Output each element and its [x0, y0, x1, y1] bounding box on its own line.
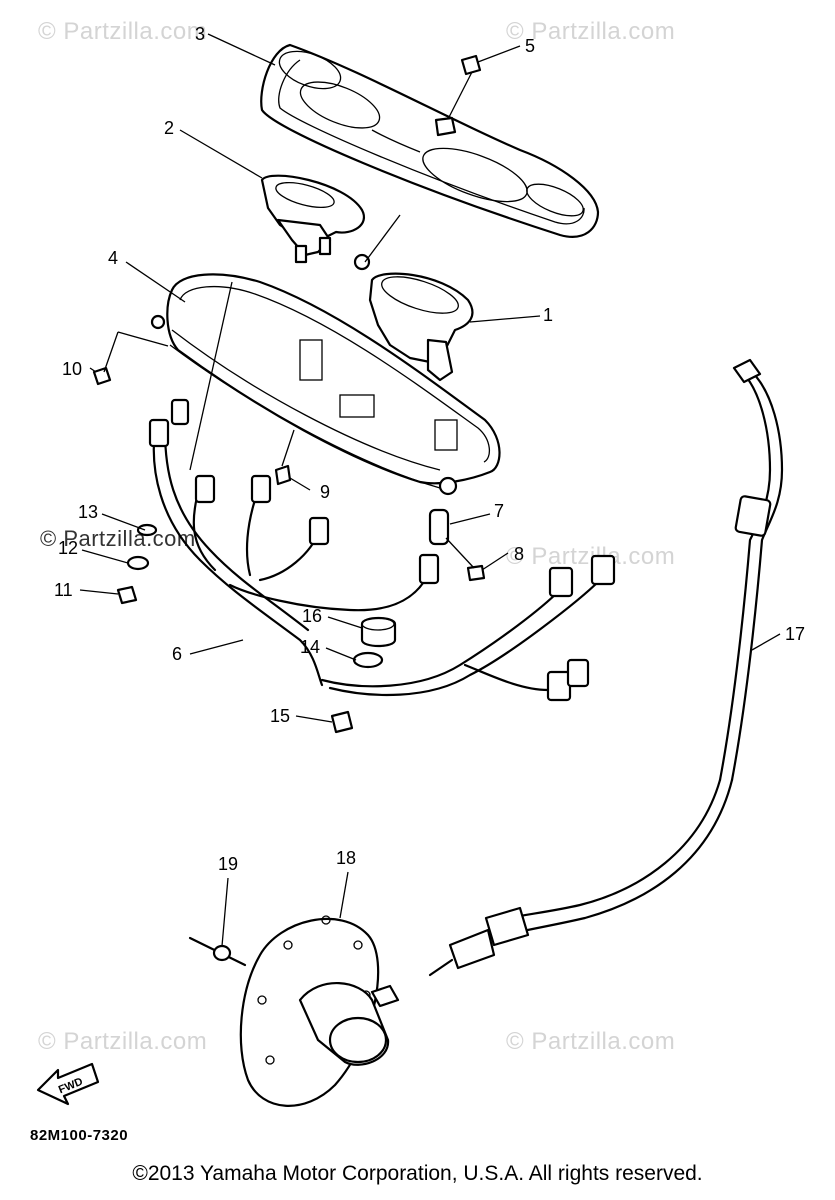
callout-1: 1 — [543, 305, 553, 325]
callout-6: 6 — [172, 644, 182, 664]
leader-lines — [79, 33, 781, 947]
fwd-arrow-icon: FWD — [36, 1062, 100, 1106]
callout-12: 12 — [58, 538, 78, 558]
part-1-meter[interactable] — [353, 214, 474, 382]
callout-4: 4 — [108, 248, 118, 268]
callout-19: 19 — [218, 854, 238, 874]
callout-15: 15 — [270, 706, 290, 726]
part-15-nut[interactable] — [330, 710, 354, 734]
callout-13: 13 — [78, 502, 98, 522]
callout-10: 10 — [62, 359, 82, 379]
callout-7: 7 — [494, 501, 504, 521]
part-10-screw[interactable] — [92, 331, 169, 386]
part-6-wire-harness[interactable] — [148, 398, 616, 702]
part-7-bulb-socket[interactable] — [428, 508, 450, 546]
watermark: © Partzilla.com — [506, 543, 676, 570]
callout-17: 17 — [785, 624, 805, 644]
watermark: © Partzilla.com — [38, 18, 208, 45]
callout-11: 11 — [54, 580, 73, 600]
copyright-notice: ©2013 Yamaha Motor Corporation, U.S.A. A… — [132, 1162, 703, 1185]
watermark: © Partzilla.com — [38, 1028, 208, 1055]
part-2-gauge[interactable] — [260, 174, 365, 264]
callout-3: 3 — [195, 24, 205, 44]
watermark: © Partzilla.com — [40, 526, 196, 551]
part-16-grommet[interactable] — [360, 616, 397, 648]
watermark: © Partzilla.com — [506, 18, 676, 45]
part-19-pin[interactable] — [188, 936, 247, 967]
watermark: © Partzilla.com — [506, 1028, 676, 1055]
callout-5: 5 — [525, 36, 535, 56]
part-12-washer[interactable] — [126, 555, 150, 571]
part-3-meter-cover[interactable] — [260, 43, 600, 238]
part-13-washer[interactable] — [136, 523, 158, 537]
callout-8: 8 — [514, 544, 524, 564]
part-9-bulb[interactable] — [274, 429, 295, 486]
part-8-screw[interactable] — [445, 537, 486, 582]
part-5-screw[interactable] — [434, 54, 482, 137]
callout-18: 18 — [336, 848, 356, 868]
callout-9: 9 — [320, 482, 330, 502]
diagram-code: 82M100-7320 — [30, 1127, 129, 1144]
callout-2: 2 — [164, 118, 174, 138]
part-11-nut[interactable] — [116, 585, 138, 605]
part-14-washer[interactable] — [352, 651, 384, 669]
callout-14: 14 — [300, 637, 320, 657]
part-18-gear-unit[interactable] — [239, 915, 400, 1107]
part-17-speedometer-cable[interactable] — [428, 358, 784, 977]
callout-16: 16 — [302, 606, 322, 626]
part-4-housing[interactable] — [150, 273, 501, 496]
